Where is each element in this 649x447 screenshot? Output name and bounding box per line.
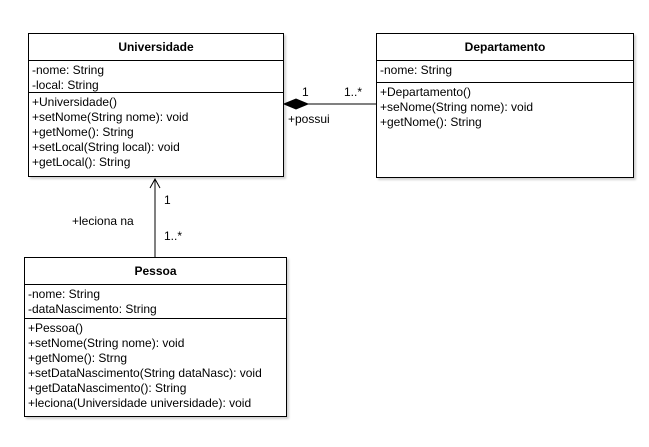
class-name: Departamento bbox=[377, 34, 633, 61]
class-name: Pessoa bbox=[25, 258, 286, 285]
attribute: -nome: String bbox=[28, 287, 101, 301]
operation: +seNome(String nome): void bbox=[380, 100, 534, 114]
operation: +getDataNascimento(): String bbox=[28, 381, 187, 395]
possui-target-multiplicity: 1..* bbox=[344, 85, 363, 99]
operation: +setNome(String nome): void bbox=[28, 336, 185, 350]
attributes-section: -nome: String -local: String bbox=[29, 61, 283, 93]
composition-diamond bbox=[282, 98, 310, 110]
class-universidade[interactable]: Universidade -nome: String -local: Strin… bbox=[28, 33, 284, 177]
class-name: Universidade bbox=[29, 34, 283, 61]
operation: +getNome(): String bbox=[32, 125, 134, 139]
possui-source-multiplicity: 1 bbox=[302, 85, 309, 99]
class-pessoa[interactable]: Pessoa -nome: String -dataNascimento: St… bbox=[24, 257, 287, 417]
operation: +Pessoa() bbox=[28, 321, 84, 335]
attribute: -nome: String bbox=[32, 63, 105, 77]
leciona-target-multiplicity: 1..* bbox=[164, 229, 183, 243]
leciona-source-multiplicity: 1 bbox=[164, 193, 171, 207]
attribute: -dataNascimento: String bbox=[28, 302, 157, 316]
operation: +getNome(): Strng bbox=[28, 351, 128, 365]
operation: +Departamento() bbox=[380, 85, 472, 99]
operations-section: +Universidade() +setNome(String nome): v… bbox=[29, 93, 283, 172]
navigability-arrowhead bbox=[149, 177, 161, 189]
possui-association-label: +possui bbox=[288, 112, 330, 126]
attribute: -nome: String bbox=[380, 63, 453, 77]
operations-section: +Pessoa() +setNome(String nome): void +g… bbox=[25, 319, 286, 413]
operation: +getLocal(): String bbox=[32, 155, 131, 169]
leciona-association-label: +leciona na bbox=[72, 214, 134, 228]
class-departamento[interactable]: Departamento -nome: String +Departamento… bbox=[376, 33, 634, 178]
operation: +setNome(String nome): void bbox=[32, 110, 189, 124]
attribute: -local: String bbox=[32, 78, 99, 92]
attributes-section: -nome: String -dataNascimento: String bbox=[25, 285, 286, 319]
operation: +getNome(): String bbox=[380, 115, 482, 129]
operations-section: +Departamento() +seNome(String nome): vo… bbox=[377, 83, 633, 132]
operation: +leciona(Universidade universidade): voi… bbox=[28, 396, 252, 410]
attributes-section: -nome: String bbox=[377, 61, 633, 83]
operation: +Universidade() bbox=[32, 95, 118, 109]
operation: +setDataNascimento(String dataNasc): voi… bbox=[28, 366, 262, 380]
operation: +setLocal(String local): void bbox=[32, 140, 180, 154]
